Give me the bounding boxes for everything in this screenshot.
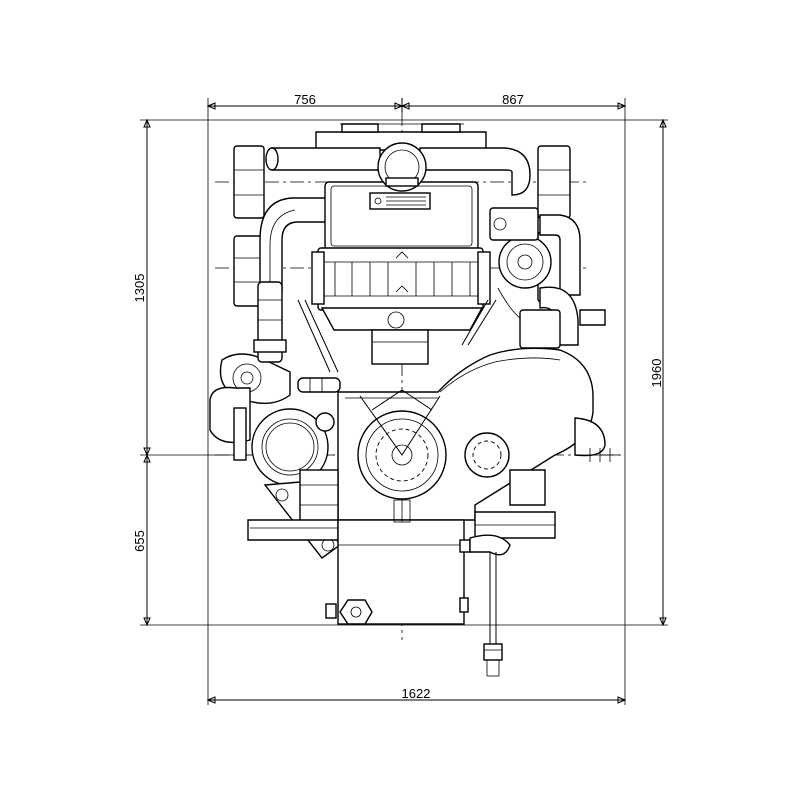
- rocker-cover: [324, 181, 479, 251]
- cable-connector: [483, 643, 503, 661]
- cylinder-head: [317, 247, 484, 311]
- dim-left-upper: 1305: [132, 274, 147, 303]
- top-left-pipe: [267, 147, 381, 171]
- gearbox: [337, 519, 465, 625]
- drain-plug: [339, 599, 373, 625]
- dim-left-lower: 655: [132, 530, 147, 552]
- engine-outline: [209, 123, 620, 677]
- dim-top-left: 756: [294, 92, 316, 107]
- secondary-gear: [464, 432, 510, 478]
- dim-top-right: 867: [502, 92, 524, 107]
- dim-bottom-total: 1622: [402, 686, 431, 701]
- right-upper-block: [537, 145, 571, 219]
- dim-right-total: 1960: [649, 359, 664, 388]
- mounting-feet: [247, 519, 339, 541]
- left-upper-block: [233, 145, 265, 219]
- top-right-pipe: [419, 147, 531, 196]
